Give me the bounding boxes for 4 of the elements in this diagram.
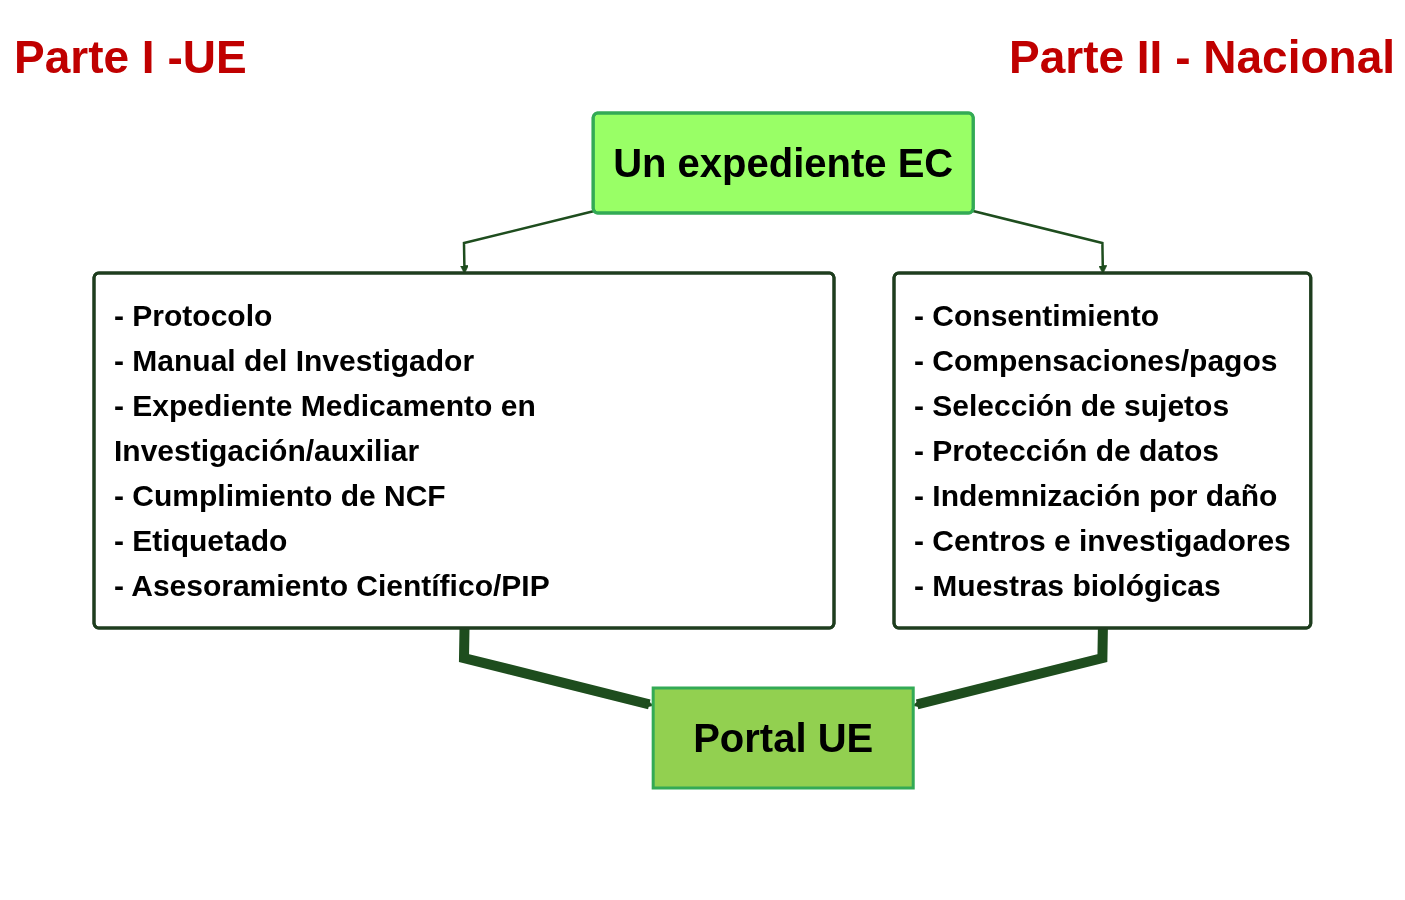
section-heading: Parte II - Nacional	[1009, 30, 1395, 84]
arrow	[459, 627, 654, 709]
node-box: Portal UE	[651, 686, 915, 789]
section-heading: Parte I -UE	[14, 30, 247, 84]
